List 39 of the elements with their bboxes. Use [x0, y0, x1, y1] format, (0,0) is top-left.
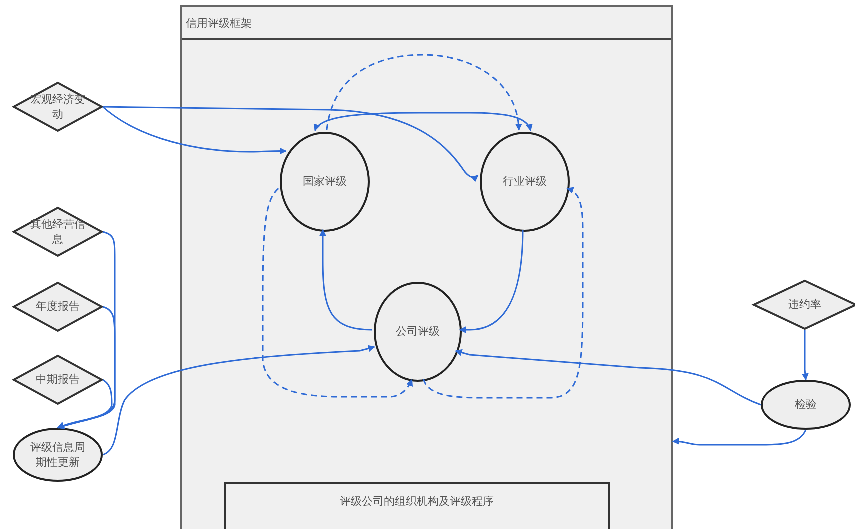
arrow [672, 430, 807, 446]
arrow [102, 345, 376, 456]
arrow [103, 106, 479, 182]
rating-circle [280, 132, 370, 232]
arrow [57, 231, 116, 429]
dashed-arrow [326, 54, 522, 131]
framework-panel [180, 5, 673, 529]
node-label: 评级信息周期性更新 [30, 440, 86, 470]
process-box [224, 482, 610, 529]
input-diamond [13, 355, 103, 405]
arrow [57, 379, 113, 430]
input-diamond [13, 207, 103, 257]
dashed-arrow [262, 188, 413, 398]
process-ellipse [13, 428, 103, 482]
arrow [314, 112, 532, 132]
frame-title: 信用评级框架 [186, 16, 252, 31]
dashed-arrow [422, 188, 584, 399]
arrow [455, 349, 762, 406]
node-label: 其他经营信息 [30, 216, 86, 248]
arrow [459, 230, 524, 334]
input-diamond [13, 82, 103, 132]
node-label: 宏观经济变动 [30, 92, 86, 122]
rating-circle [480, 132, 570, 232]
node-label: 公司评级 [395, 324, 441, 340]
node-label: 中期报告 [35, 372, 81, 388]
node-label: 评级公司的组织机构及评级程序 [339, 494, 495, 510]
node-label: 行业评级 [502, 174, 548, 190]
input-diamond [13, 282, 103, 332]
arrow [57, 306, 116, 430]
process-ellipse [761, 380, 851, 430]
arrow [320, 229, 372, 331]
input-diamond [753, 280, 855, 330]
arrow [802, 330, 809, 381]
node-label: 违约率 [788, 297, 822, 313]
node-label: 国家评级 [302, 174, 348, 190]
node-label: 检验 [794, 397, 818, 413]
rating-circle [374, 282, 462, 382]
arrow [102, 106, 287, 155]
node-label: 年度报告 [35, 299, 81, 315]
